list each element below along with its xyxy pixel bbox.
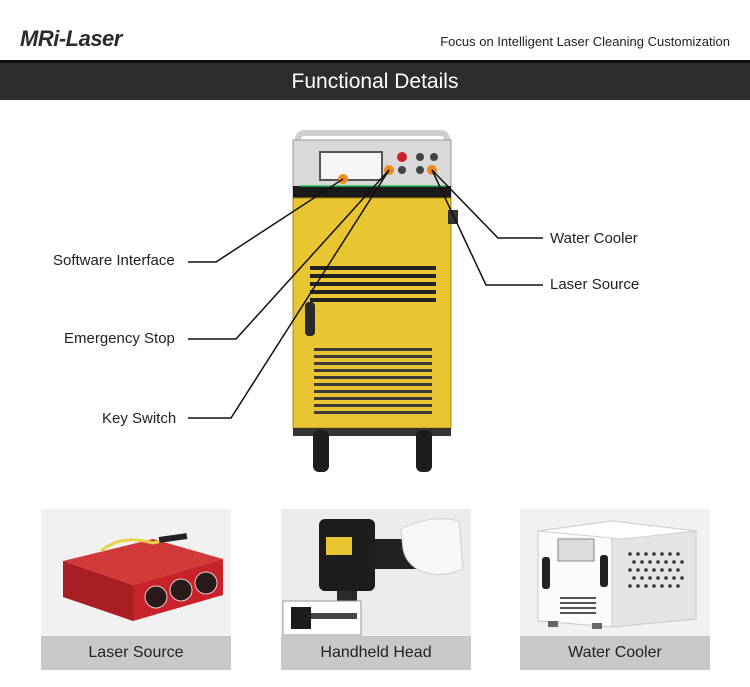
card-caption: Water Cooler	[520, 636, 710, 670]
machine-body	[292, 197, 452, 429]
header: MRi-Laser Focus on Intelligent Laser Cle…	[0, 0, 750, 60]
laser-source-photo	[41, 509, 231, 636]
card-laser-source: Laser Source	[41, 509, 231, 670]
card-handheld-head: Handheld Head	[281, 509, 471, 670]
touch-screen	[319, 151, 383, 181]
label-water-cooler: Water Cooler	[550, 230, 638, 247]
wheel	[313, 430, 329, 472]
section-title: Functional Details	[291, 70, 459, 93]
header-tagline: Focus on Intelligent Laser Cleaning Cust…	[440, 34, 730, 49]
water-cooler-photo	[520, 509, 710, 636]
card-water-cooler: Water Cooler	[520, 509, 710, 670]
machine-diagram	[188, 130, 543, 472]
handheld-head-photo	[281, 509, 471, 636]
label-software-interface: Software Interface	[53, 252, 175, 269]
wheel	[416, 430, 432, 472]
emergency-stop-button	[397, 152, 407, 162]
brand-logo: MRi-Laser	[20, 26, 122, 51]
label-key-switch: Key Switch	[102, 410, 177, 427]
card-caption: Laser Source	[41, 636, 231, 670]
label-laser-source: Laser Source	[550, 276, 640, 293]
label-emergency-stop: Emergency Stop	[64, 330, 175, 347]
card-caption: Handheld Head	[281, 636, 471, 670]
section-banner: Functional Details	[0, 60, 750, 100]
